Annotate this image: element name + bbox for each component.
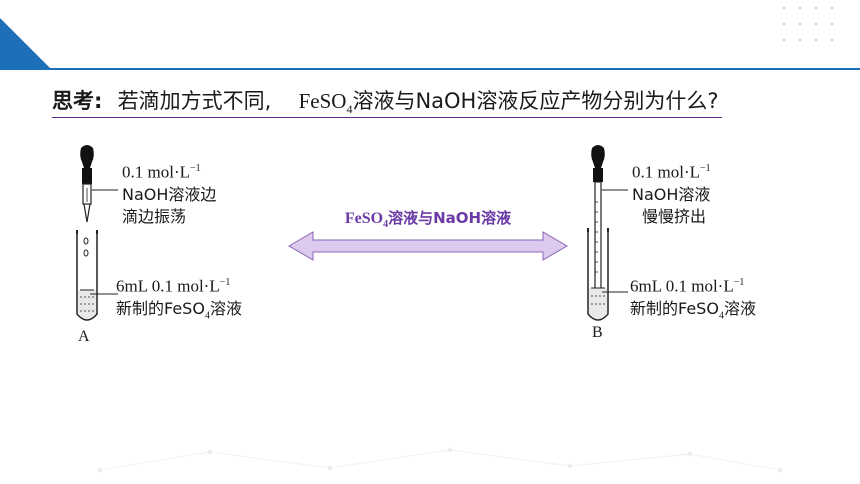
network-decoration bbox=[97, 447, 783, 473]
question-text-part2: 溶液与NaOH溶液反应产物分别为什么? bbox=[352, 89, 719, 113]
experiment-a-apparatus bbox=[76, 145, 118, 321]
experiment-b-solution-label: 6mL 0.1 mol·L−1 新制的FeSO4溶液 bbox=[630, 276, 756, 322]
experiment-a-diagram bbox=[70, 142, 282, 342]
experiment-b-diagram bbox=[580, 142, 790, 342]
question-text-part1: 若滴加方式不同, bbox=[117, 89, 272, 113]
experiment-a-letter: A bbox=[78, 328, 90, 345]
question-prefix: 思考: bbox=[52, 89, 103, 113]
question-heading: 思考: 若滴加方式不同, FeSO4溶液与NaOH溶液反应产物分别为什么? bbox=[52, 86, 732, 124]
arrow-label: FeSO4溶液与NaOH溶液 bbox=[344, 209, 512, 231]
question-formula: FeSO4 bbox=[298, 89, 353, 117]
experiment-b-letter: B bbox=[592, 324, 603, 341]
experiment-b-apparatus bbox=[587, 145, 628, 321]
heading-underline bbox=[52, 117, 722, 118]
experiment-a-reagent-label: 0.1 mol·L−1 NaOH溶液边 滴边振荡 bbox=[122, 162, 217, 226]
double-arrow-icon bbox=[288, 231, 568, 261]
dot-grid-decoration bbox=[782, 6, 834, 42]
corner-decoration bbox=[0, 18, 52, 70]
experiment-b-reagent-label: 0.1 mol·L−1 NaOH溶液 慢慢挤出 bbox=[632, 162, 711, 226]
experiment-a-solution-label: 6mL 0.1 mol·L−1 新制的FeSO4溶液 bbox=[116, 276, 242, 322]
header-rule bbox=[0, 68, 860, 70]
comparison-arrow: FeSO4溶液与NaOH溶液 bbox=[287, 199, 569, 269]
